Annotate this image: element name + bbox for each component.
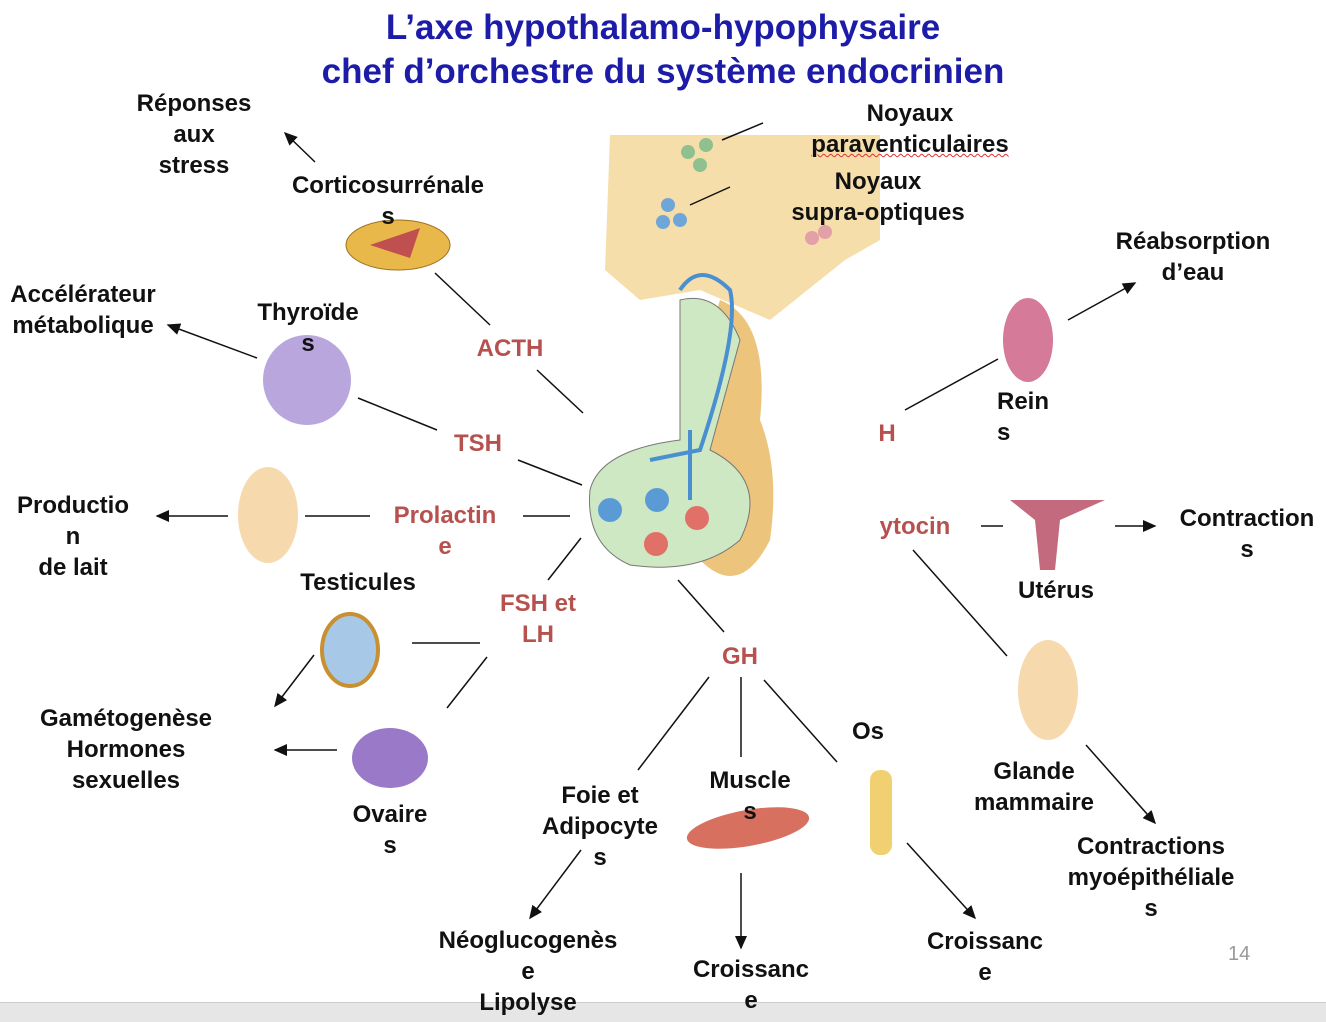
hormone-gh: GH — [722, 643, 758, 670]
label-croissance-muscle: Croissanc e — [692, 956, 810, 1014]
hormone-fsh-lh: FSH et LH — [499, 590, 577, 648]
label-corticosurrenales: Corticosurrénale s — [291, 172, 485, 230]
label-neoglucogenese: Néoglucogenès e Lipolyse — [438, 927, 618, 1016]
label-muscles: Muscle s — [709, 767, 791, 825]
muscle-image — [686, 807, 810, 849]
ovary-image — [352, 728, 428, 788]
bottom-bar — [0, 1002, 1326, 1022]
page-number: 14 — [1228, 943, 1251, 965]
label-noyaux-paraventiculaires: Noyaux paraventiculaires — [811, 98, 1008, 160]
uterus-image — [1010, 500, 1105, 570]
hormone-acth: ACTH — [476, 335, 544, 362]
label-noyaux: Noyaux — [866, 100, 954, 127]
label-reabsorption: Réabsorption d’eau — [1115, 228, 1271, 286]
hypothalamus-pituitary-illustration — [589, 135, 880, 576]
title-line-2: chef d’orchestre du système endocrinien — [321, 52, 1005, 91]
breast-image-right — [1018, 640, 1078, 740]
label-noyaux-supra-optiques: Noyaux supra-optiques — [791, 168, 965, 226]
connector-lines — [155, 122, 1157, 950]
label-contractions-myoepitheliales: Contractions myoépithéliale s — [1067, 833, 1235, 922]
bone-image — [870, 770, 892, 855]
label-reponses-stress: Réponses aux stress — [136, 90, 252, 179]
thyroid-image — [263, 335, 351, 425]
hormone-adh: H — [878, 420, 896, 447]
title-line-1: L’axe hypothalamo-hypophysaire — [385, 8, 941, 47]
label-paraventiculaires: paraventiculaires — [811, 131, 1009, 158]
label-accelerateur: Accélérateur métabolique — [10, 281, 156, 339]
label-reins: Rein s — [997, 388, 1050, 446]
hormone-ocytocine: ytocin — [879, 513, 951, 540]
label-production-lait: Productio n de lait — [17, 492, 129, 581]
label-ovaires: Ovaire s — [352, 801, 428, 859]
slide-title: L’axe hypothalamo-hypophysaire chef d’orc… — [0, 6, 1326, 94]
label-contractions: Contraction s — [1179, 505, 1315, 563]
hormone-prolactine: Prolactin e — [393, 502, 497, 560]
breast-image-left — [238, 467, 298, 563]
label-foie-adipocytes: Foie et Adipocyte s — [541, 782, 659, 871]
hormone-tsh: TSH — [454, 430, 502, 457]
label-uterus: Utérus — [1017, 577, 1095, 604]
label-thyroides: Thyroïde s — [257, 299, 359, 357]
testicle-image — [320, 612, 380, 688]
kidney-image — [1003, 298, 1053, 382]
label-gametogenese: Gamétogenèse Hormones sexuelles — [39, 705, 213, 794]
label-glande-mammaire: Glande mammaire — [973, 758, 1095, 816]
label-croissance-os: Croissanc e — [926, 928, 1044, 986]
label-testicules: Testicules — [300, 569, 416, 596]
label-os: Os — [851, 718, 885, 745]
